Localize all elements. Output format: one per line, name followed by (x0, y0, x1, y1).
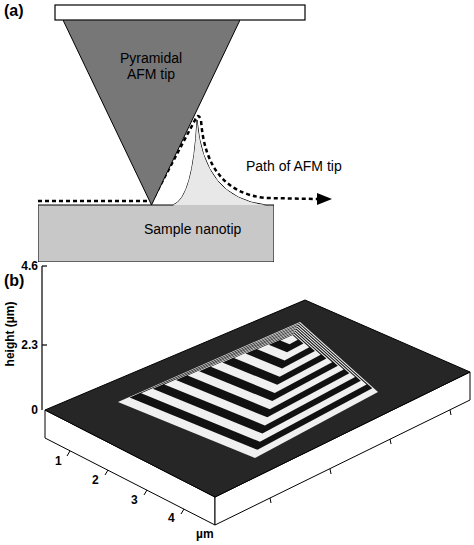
surface-band (164, 326, 355, 426)
surface-plane (45, 300, 470, 497)
shape-fill (38, 120, 274, 262)
tick-label: 3 (131, 493, 138, 507)
tick-label: 2 (92, 473, 99, 487)
axis-tick (270, 498, 271, 503)
node-label: Pyramidal AFM tip (106, 50, 196, 82)
surface-band (141, 324, 366, 442)
axis-unit: µm (196, 527, 214, 541)
axis-tick (390, 439, 391, 444)
tick-label: 1 (55, 454, 62, 468)
axis-tick (105, 470, 108, 475)
tick-label: 4 (168, 511, 175, 525)
surface-band (153, 325, 361, 434)
tick-label: 4.6 (14, 259, 38, 273)
arrow-head (317, 193, 332, 205)
surface-band (257, 333, 309, 360)
axis-tick (330, 469, 331, 474)
surface-band (246, 332, 315, 368)
nanotip-surface (118, 322, 378, 458)
tick-label: 2.3 (14, 338, 38, 352)
panel-label: (a) (4, 2, 24, 20)
surface-band (188, 328, 344, 410)
axis-tick (144, 490, 147, 495)
axis-tick (181, 509, 184, 514)
surface-band (222, 330, 326, 384)
tick-label: 0 (14, 403, 38, 417)
surface-band (130, 323, 373, 450)
panel-label: (b) (4, 272, 24, 290)
path-label: Path of AFM tip (246, 158, 342, 174)
cantilever-bar (55, 5, 305, 20)
axis-tick (42, 344, 47, 345)
surface-band (269, 334, 304, 352)
z-axis (41, 266, 42, 410)
surface-band (211, 329, 332, 392)
axis-tick (67, 451, 70, 456)
surface-band (234, 331, 321, 376)
surface-band (199, 329, 338, 402)
axis-tick (42, 265, 47, 266)
shape-outline (38, 118, 274, 262)
surface-band (176, 327, 349, 418)
node-label: Sample nanotip (144, 221, 270, 237)
axis-title: height (µm) (3, 284, 17, 384)
surface-band (280, 335, 297, 344)
surface-band (118, 322, 378, 458)
axis-tick (450, 410, 451, 415)
sample-block: Sample nanotip (38, 118, 274, 262)
